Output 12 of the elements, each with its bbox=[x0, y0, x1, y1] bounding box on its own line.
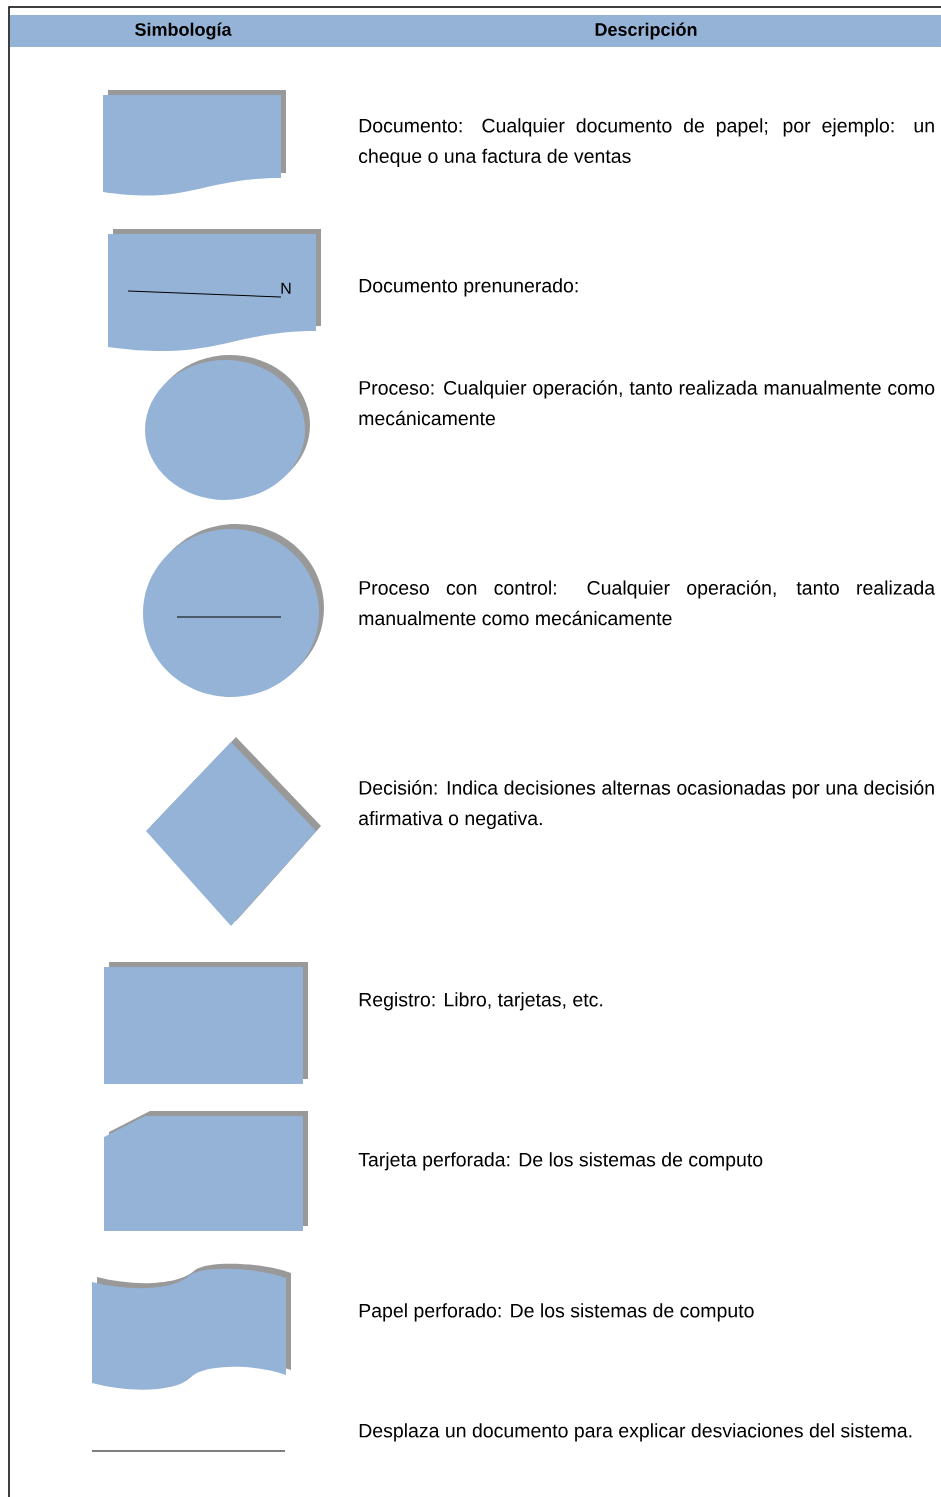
description-text: Desplaza un documento para explicar desviaciones del sistema. bbox=[359, 1423, 912, 1442]
description-text: Tarjeta perforada: De los sistemas de computo bbox=[358, 1152, 763, 1171]
header-text: Descripción bbox=[595, 22, 697, 40]
description-text: Registro: Libro, tarjetas, etc. bbox=[359, 992, 603, 1011]
description-text: Decisión: Indica decisiones alternas ocasionadas por una decisión afirmativa o negativa. bbox=[359, 780, 934, 830]
description-text: Documento prenunerado: bbox=[359, 278, 578, 297]
symbol-letter: N bbox=[281, 282, 291, 294]
description-text: Proceso con control: Cualquier operación, tanto realizada manualmente como mecánicamente bbox=[359, 580, 936, 626]
description-text: Proceso: Cualquier operación, tanto realizada manualmente como mecánicamente bbox=[359, 380, 935, 426]
description-text: Documento: Cualquier documento de papel; por ejemplo: un cheque o una factura de ventas bbox=[359, 118, 934, 167]
header-text: Simbología bbox=[135, 22, 232, 40]
description-text: Papel perforado: De los sistemas de computo bbox=[359, 1303, 754, 1322]
